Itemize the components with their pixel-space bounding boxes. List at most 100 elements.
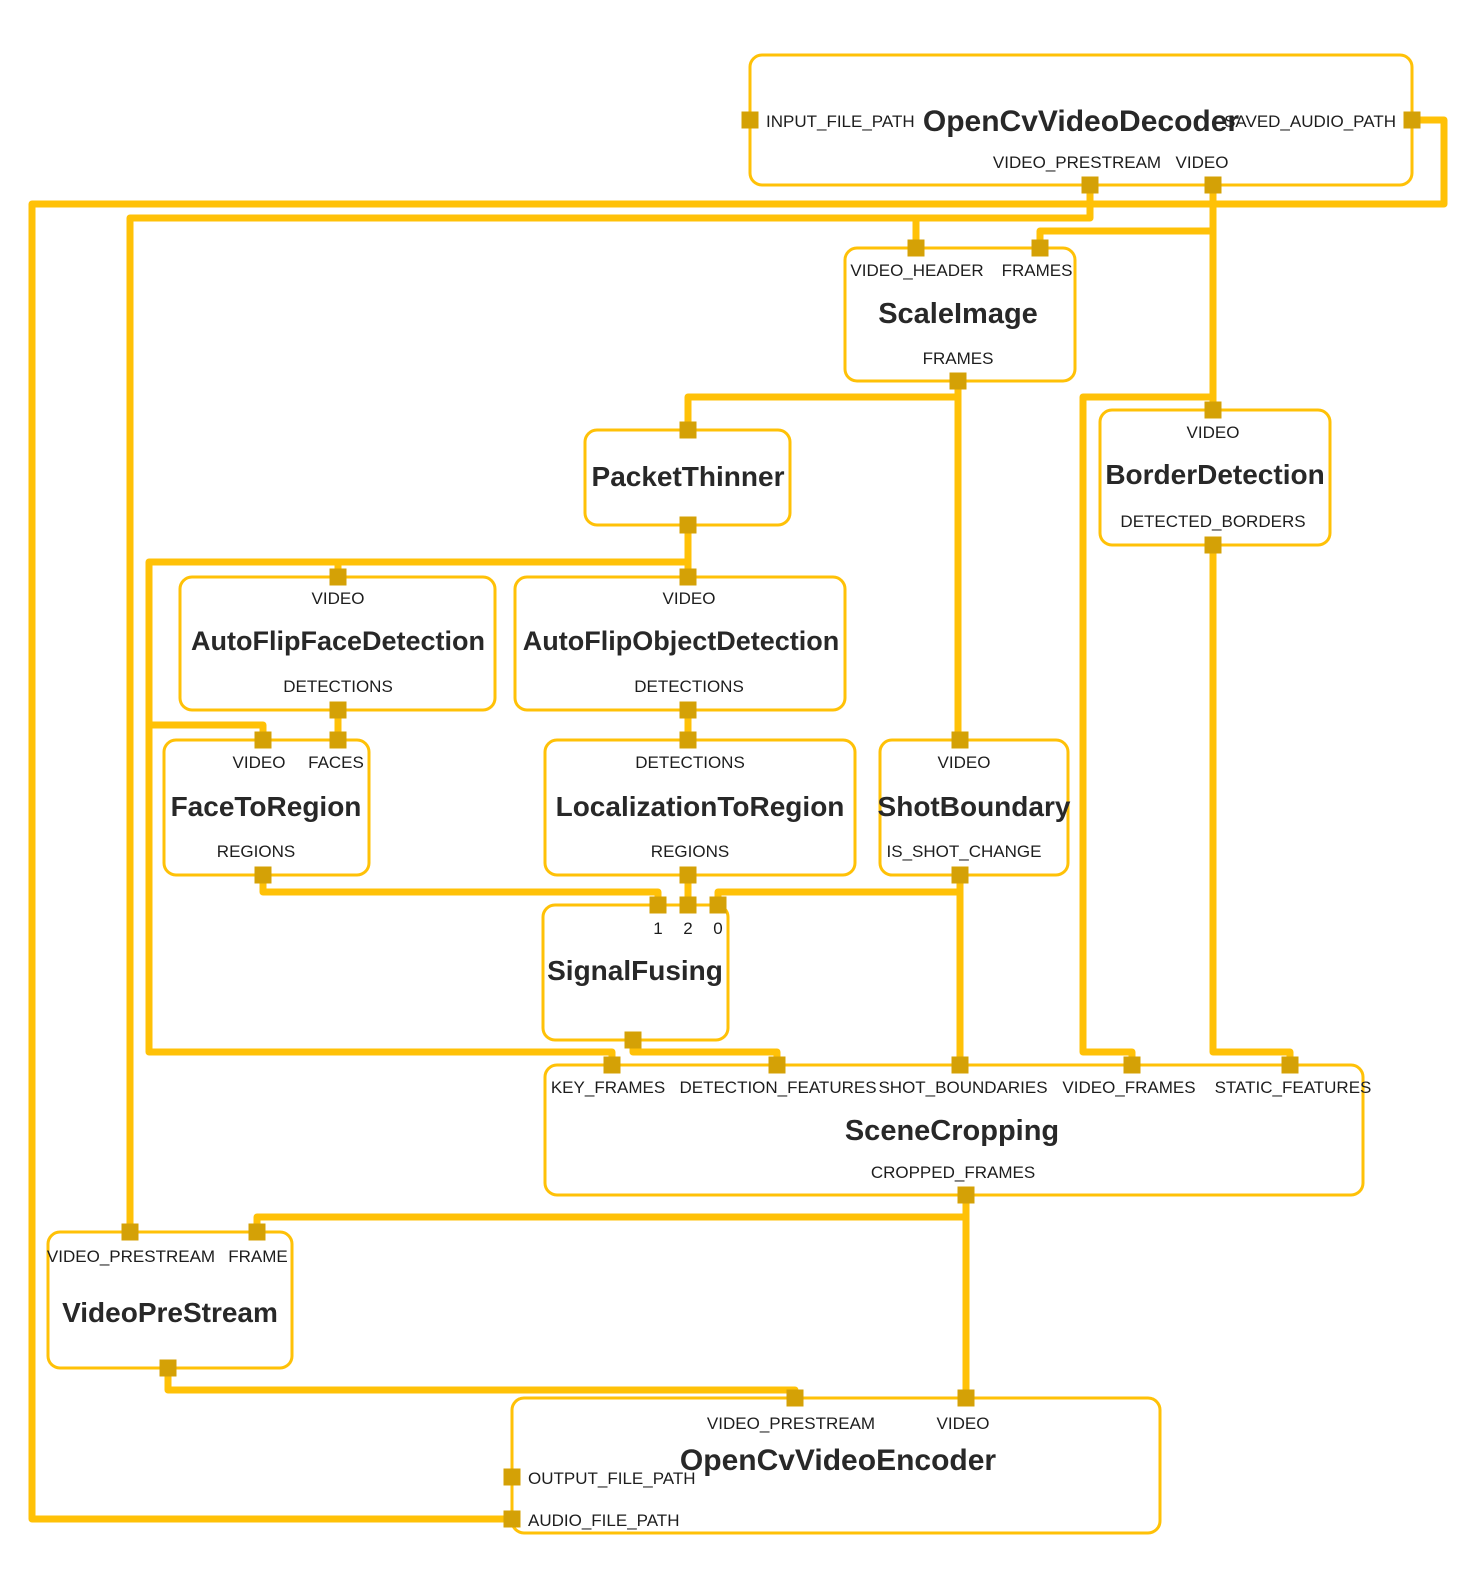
port-shot-boundary-VIDEO[interactable] (951, 731, 969, 749)
port-scene-cropping-KEY_FRAMES[interactable] (603, 1056, 621, 1074)
node-box-shot-boundary[interactable] (878, 738, 1070, 877)
node-title-face-to-region: FaceToRegion (171, 791, 362, 822)
edge-face-regions-to-signal-fusing-1[interactable] (259, 875, 662, 905)
port-video-pre-stream-VIDEO_PRESTREAM[interactable] (121, 1223, 139, 1241)
node-title-open-cv-video-decoder: OpenCvVideoDecoder (923, 105, 1240, 138)
port-label-autoflip-face-detection-1: DETECTIONS (283, 677, 393, 696)
port-open-cv-video-decoder-SAVED_AUDIO_PATH[interactable] (1403, 111, 1421, 129)
port-label-signal-fusing-1: 2 (683, 919, 692, 938)
port-face-to-region-FACES[interactable] (329, 731, 347, 749)
port-label-signal-fusing-0: 1 (653, 919, 662, 938)
port-signal-fusing-2[interactable] (679, 896, 697, 914)
node-title-open-cv-video-encoder: OpenCvVideoEncoder (680, 1444, 997, 1477)
port-border-detection-DETECTED_BORDERS[interactable] (1204, 536, 1222, 554)
edge-detected-borders-to-static-features[interactable] (1209, 545, 1294, 1065)
node-border-detection: BorderDetection VIDEO DETECTED_BORDERS (1098, 401, 1332, 554)
port-scene-cropping-VIDEO_FRAMES[interactable] (1123, 1056, 1141, 1074)
port-label-scene-cropping-3: VIDEO_FRAMES (1062, 1078, 1195, 1097)
port-scene-cropping-SHOT_BOUNDARIES[interactable] (951, 1056, 969, 1074)
port-open-cv-video-encoder-OUTPUT_FILE_PATH[interactable] (503, 1468, 521, 1486)
port-label-scene-cropping-0: KEY_FRAMES (551, 1078, 665, 1097)
edge-thinned-frames-to-key-frames[interactable] (145, 525, 692, 1065)
port-scene-cropping-STATIC_FEATURES[interactable] (1281, 1056, 1299, 1074)
port-autoflip-object-detection-VIDEO[interactable] (679, 568, 697, 586)
port-autoflip-face-detection-DETECTIONS[interactable] (329, 701, 347, 719)
port-label-video-pre-stream-1: FRAME (228, 1247, 288, 1266)
port-open-cv-video-decoder-VIDEO[interactable] (1204, 176, 1222, 194)
port-open-cv-video-encoder-VIDEO[interactable] (957, 1389, 975, 1407)
port-border-detection-VIDEO[interactable] (1204, 401, 1222, 419)
node-title-localization-to-region: LocalizationToRegion (556, 791, 845, 822)
edge-video-prestream-trunk[interactable] (126, 185, 1094, 1232)
port-label-scene-cropping-4: STATIC_FEATURES (1215, 1078, 1372, 1097)
port-shot-boundary-IS_SHOT_CHANGE[interactable] (951, 866, 969, 884)
port-signal-fusing-stream-3[interactable] (624, 1031, 642, 1049)
node-title-packet-thinner: PacketThinner (592, 461, 785, 492)
port-scene-cropping-CROPPED_FRAMES[interactable] (957, 1186, 975, 1204)
port-label-scale-image-0: VIDEO_HEADER (850, 261, 983, 280)
port-signal-fusing-1[interactable] (649, 896, 667, 914)
port-label-autoflip-object-detection-1: DETECTIONS (634, 677, 744, 696)
node-packet-thinner: PacketThinner (583, 421, 792, 534)
edge-video-to-scale-image-frames[interactable] (1036, 227, 1213, 248)
port-label-autoflip-object-detection-0: VIDEO (663, 589, 716, 608)
edge-saved-audio-to-audio-file-path[interactable] (28, 116, 1448, 1523)
port-video-pre-stream-stream-2[interactable] (159, 1359, 177, 1377)
port-label-border-detection-0: VIDEO (1187, 423, 1240, 442)
port-label-face-to-region-0: VIDEO (233, 753, 286, 772)
port-open-cv-video-encoder-VIDEO_PRESTREAM[interactable] (786, 1389, 804, 1407)
port-signal-fusing-0[interactable] (709, 896, 727, 914)
edge-cropped-frames-to-video-pre-stream-frame[interactable] (253, 1213, 966, 1232)
node-autoflip-object-detection: AutoFlipObjectDetection VIDEO DETECTIONS (513, 568, 847, 719)
port-open-cv-video-encoder-AUDIO_FILE_PATH[interactable] (503, 1510, 521, 1528)
node-title-border-detection: BorderDetection (1105, 459, 1324, 490)
port-label-border-detection-1: DETECTED_BORDERS (1120, 512, 1305, 531)
node-box-open-cv-video-encoder[interactable] (510, 1396, 1162, 1535)
port-scale-image-VIDEO_HEADER[interactable] (907, 239, 925, 257)
port-localization-to-region-DETECTIONS[interactable] (679, 731, 697, 749)
port-video-pre-stream-FRAME[interactable] (248, 1223, 266, 1241)
port-label-open-cv-video-encoder-3: AUDIO_FILE_PATH (528, 1511, 679, 1530)
port-label-video-pre-stream-0: VIDEO_PRESTREAM (47, 1247, 215, 1266)
port-label-scene-cropping-2: SHOT_BOUNDARIES (878, 1078, 1047, 1097)
edge-thinned-frames-to-face-to-region-video[interactable] (149, 721, 267, 740)
node-title-signal-fusing: SignalFusing (547, 955, 723, 986)
port-scene-cropping-DETECTION_FEATURES[interactable] (768, 1056, 786, 1074)
port-packet-thinner-stream-0[interactable] (679, 421, 697, 439)
node-box-localization-to-region[interactable] (543, 738, 857, 877)
port-autoflip-face-detection-VIDEO[interactable] (329, 568, 347, 586)
node-title-autoflip-object-detection: AutoFlipObjectDetection (523, 626, 840, 656)
port-label-open-cv-video-encoder-2: OUTPUT_FILE_PATH (528, 1469, 696, 1488)
node-title-autoflip-face-detection: AutoFlipFaceDetection (191, 626, 485, 656)
port-face-to-region-VIDEO[interactable] (254, 731, 272, 749)
edge-video-to-scene-cropping-video-frames[interactable] (1079, 393, 1213, 1065)
port-open-cv-video-decoder-VIDEO_PRESTREAM[interactable] (1081, 176, 1099, 194)
edge-fused-signals-to-detection-features[interactable] (629, 1040, 781, 1065)
edge-scaled-frames-to-packet-thinner[interactable] (684, 393, 958, 430)
port-scale-image-FRAMES[interactable] (1031, 239, 1049, 257)
port-label-shot-boundary-0: VIDEO (938, 753, 991, 772)
port-packet-thinner-stream-1[interactable] (679, 516, 697, 534)
edge-is-shot-change-to-signal-fusing-0[interactable] (714, 888, 960, 905)
node-title-scene-cropping: SceneCropping (845, 1115, 1059, 1147)
port-scale-image-FRAMES[interactable] (949, 372, 967, 390)
edge-video-pre-stream-to-encoder-prestream[interactable] (164, 1368, 799, 1398)
port-label-scale-image-1: FRAMES (1002, 261, 1073, 280)
port-label-face-to-region-2: REGIONS (217, 842, 295, 861)
port-label-autoflip-face-detection-0: VIDEO (312, 589, 365, 608)
port-label-open-cv-video-decoder-3: VIDEO (1176, 153, 1229, 172)
port-localization-to-region-REGIONS[interactable] (679, 866, 697, 884)
port-label-scene-cropping-5: CROPPED_FRAMES (871, 1163, 1035, 1182)
port-face-to-region-REGIONS[interactable] (254, 866, 272, 884)
port-autoflip-object-detection-DETECTIONS[interactable] (679, 701, 697, 719)
port-open-cv-video-decoder-INPUT_FILE_PATH[interactable] (741, 111, 759, 129)
